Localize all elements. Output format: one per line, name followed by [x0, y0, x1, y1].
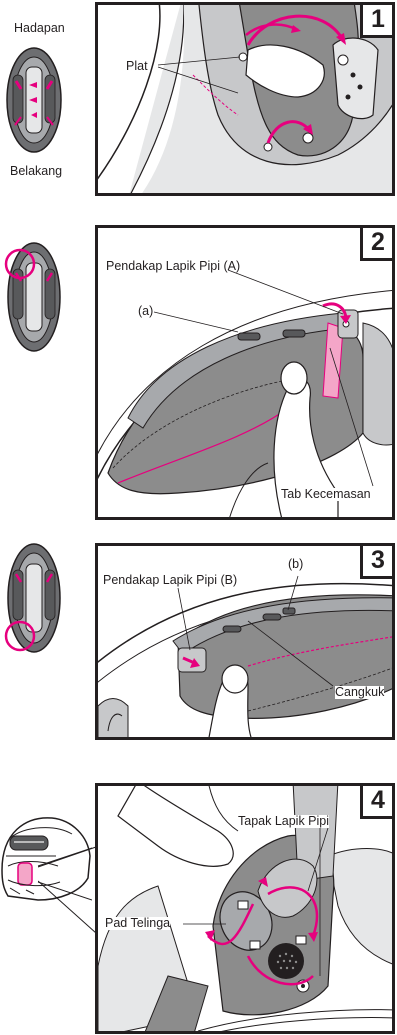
cheek-pad-retainer-a-label: Pendakap Lapik Pipi (A)	[106, 260, 240, 273]
cheek-pad-retainer-b-label: Pendakap Lapik Pipi (B)	[103, 574, 237, 587]
step-1-illustration	[98, 5, 395, 196]
helmet-interior-top-view-icon	[5, 45, 63, 155]
hook-label: Cangkuk	[335, 686, 384, 699]
step-3-number: 3	[360, 545, 393, 579]
point-a-label: (a)	[138, 305, 153, 318]
step-3-panel: 3 Pendakap Lapik Pipi (B) (b) Cangkuk	[95, 543, 395, 740]
cheek-pad-base-label: Tapak Lapik Pipi	[238, 815, 329, 828]
zoom-connector-lines	[38, 845, 98, 935]
helmet-interior-top-view-icon	[2, 237, 62, 355]
step-1-number: 1	[360, 4, 393, 38]
emergency-tab-label: Tab Kecemasan	[281, 488, 371, 501]
front-label: Hadapan	[14, 22, 65, 35]
helmet-interior-top-view-icon	[2, 540, 62, 662]
ear-pad-label: Pad Telinga	[105, 917, 170, 930]
plate-label: Plat	[126, 60, 148, 73]
step-4-panel: 4	[95, 783, 395, 1034]
step-4-number: 4	[360, 785, 393, 819]
step-2-number: 2	[360, 227, 393, 261]
step-2-panel: 2 Pendakap Lapik Pipi (A) (a) Tab	[95, 225, 395, 520]
back-label: Belakang	[10, 165, 62, 178]
step-1-panel: 1 Plat	[95, 2, 395, 196]
point-b-label: (b)	[288, 558, 303, 571]
